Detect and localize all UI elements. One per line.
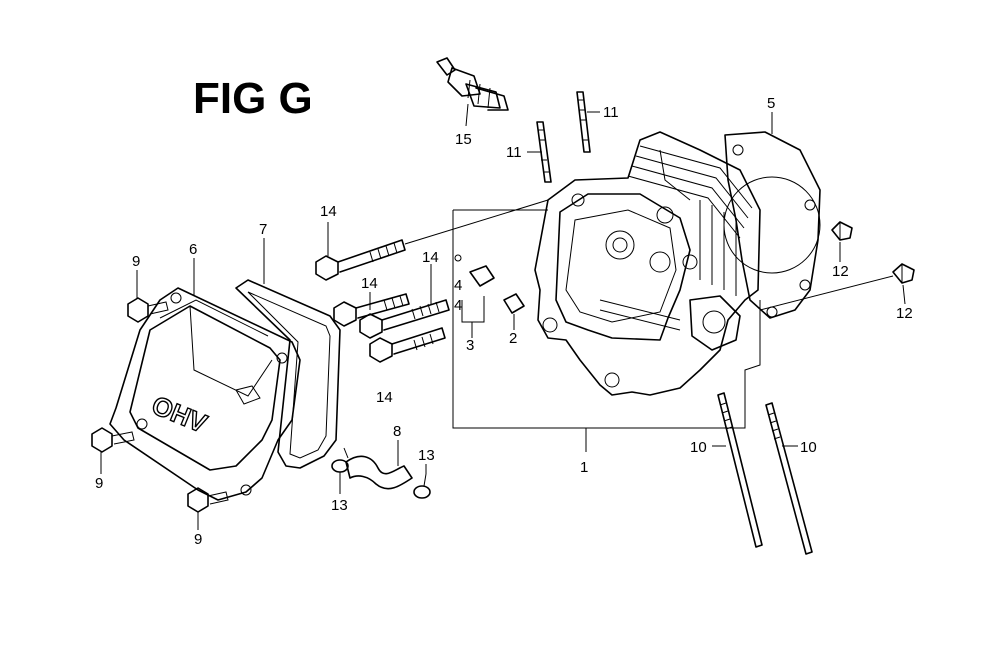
callout-9: 9 — [95, 475, 103, 492]
dowel-pin — [469, 265, 495, 287]
dowel-pin — [503, 293, 525, 314]
callout-14: 14 — [422, 249, 439, 266]
flange-bolt — [315, 239, 406, 281]
flange-bolt — [369, 327, 446, 363]
cover-ohv-marking: OHV — [148, 390, 212, 439]
breather-tube — [345, 455, 413, 490]
dowel-pin — [892, 263, 915, 284]
callout-10: 10 — [690, 439, 707, 456]
callout-3: 3 — [466, 337, 474, 354]
callout-9: 9 — [132, 253, 140, 270]
callout-14: 14 — [320, 203, 337, 220]
callout-14: 14 — [376, 389, 393, 406]
cover-bolt — [187, 487, 229, 513]
cylinder-head — [534, 131, 761, 396]
callout-1: 1 — [580, 459, 588, 476]
callout-7: 7 — [259, 221, 267, 238]
head-bolt — [765, 402, 813, 555]
callout-11: 11 — [506, 144, 522, 161]
flange-bolt — [359, 299, 450, 339]
dowel-pin — [831, 221, 853, 241]
callout-6: 6 — [189, 241, 197, 258]
callout-11: 11 — [603, 104, 619, 121]
callout-4: 4 — [454, 277, 462, 294]
callout-4: 4 — [454, 297, 462, 314]
pin-end-icon — [454, 254, 462, 262]
callout-2: 2 — [509, 330, 517, 347]
hose-clamp — [413, 473, 431, 499]
head-bolt — [717, 392, 763, 548]
stud-bolt — [576, 91, 591, 153]
stud-bolt — [536, 121, 552, 183]
callout-10: 10 — [800, 439, 817, 456]
figure-title: FIG G — [193, 74, 313, 123]
callout-8: 8 — [393, 423, 401, 440]
callout-15: 15 — [455, 131, 472, 148]
head-gasket — [723, 131, 821, 319]
spark-plug — [436, 57, 509, 111]
flange-bolt — [333, 293, 410, 327]
callout-12: 12 — [896, 305, 913, 322]
cover-bolt — [91, 427, 135, 453]
callout-9: 9 — [194, 531, 202, 548]
callout-5: 5 — [767, 95, 775, 112]
callout-13: 13 — [418, 447, 435, 464]
cover-bolt — [127, 297, 169, 323]
hose-clamp — [331, 447, 349, 473]
callout-labels: 1 2 3 4 4 5 6 7 8 9 9 9 10 10 11 11 12 1… — [95, 95, 913, 548]
callout-14: 14 — [361, 275, 378, 292]
valve-cover-gasket — [235, 279, 341, 469]
callout-13: 13 — [331, 497, 348, 514]
callout-12: 12 — [832, 263, 849, 280]
valve-cover: OHV — [109, 287, 301, 501]
